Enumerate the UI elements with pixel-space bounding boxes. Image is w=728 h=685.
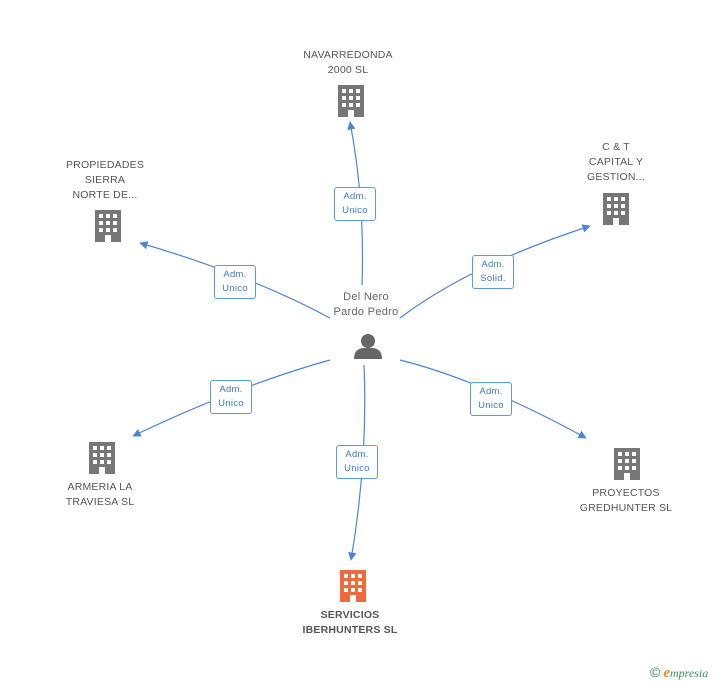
edge-label-propiedades: Adm. Unico — [214, 265, 256, 299]
node-label-propiedades[interactable]: PROPIEDADES SIERRA NORTE DE... — [65, 159, 145, 201]
edge-label-ctcapital: Adm. Solid. — [472, 255, 514, 289]
building-icon[interactable] — [340, 570, 366, 602]
node-label-ctcapital[interactable]: C & T CAPITAL Y GESTION... — [586, 141, 645, 183]
edge-label-navarredonda: Adm. Unico — [334, 187, 376, 221]
edge-label-proyectos: Adm. Unico — [470, 382, 512, 416]
building-icon[interactable] — [89, 442, 115, 474]
building-icon[interactable] — [603, 193, 629, 225]
person-icon[interactable] — [354, 334, 382, 359]
building-icon[interactable] — [614, 448, 640, 480]
edge-label-armeria: Adm. Unico — [210, 380, 252, 414]
node-label-navarredonda[interactable]: NAVARREDONDA 2000 SL — [303, 49, 393, 76]
building-icon[interactable] — [338, 85, 364, 117]
node-label-proyectos[interactable]: PROYECTOS GREDHUNTER SL — [579, 487, 673, 514]
building-icon[interactable] — [95, 210, 121, 242]
center-person-label[interactable]: Del Nero Pardo Pedro — [333, 291, 399, 318]
edge-label-servicios: Adm. Unico — [336, 445, 378, 479]
brand-initial: e — [663, 665, 670, 681]
copyright-icon: © — [650, 664, 661, 680]
brand-name: mpresia — [670, 666, 709, 680]
brand-footer: © empresia — [650, 664, 708, 682]
node-label-armeria[interactable]: ARMERIA LA TRAVIESA SL — [65, 481, 135, 508]
node-label-servicios[interactable]: SERVICIOS IBERHUNTERS SL — [302, 609, 398, 636]
